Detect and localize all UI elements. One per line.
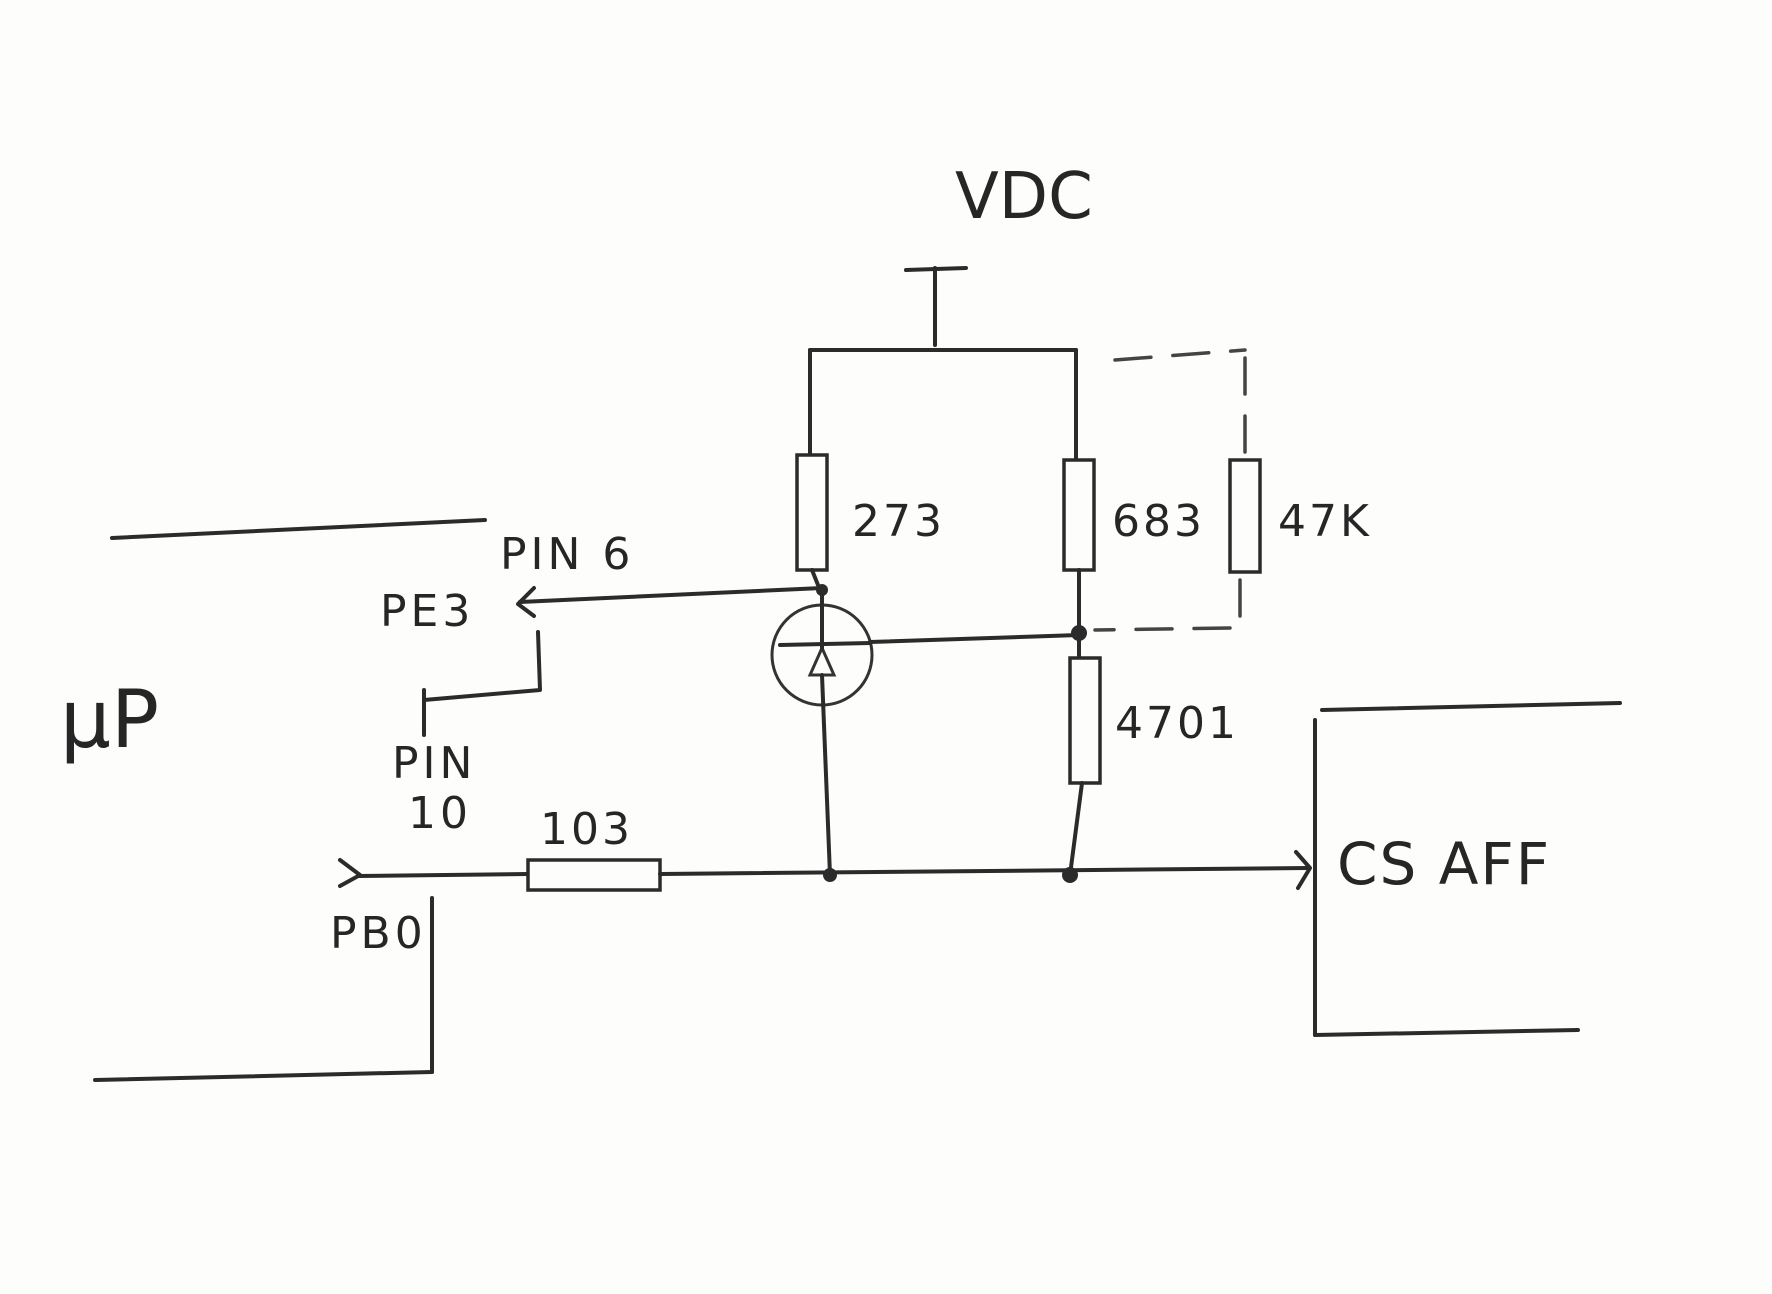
resistor-683-value: 683 xyxy=(1112,496,1205,547)
pe3-bracket xyxy=(422,630,542,702)
regulator-triangle xyxy=(807,644,837,677)
dashed-branch-bottom xyxy=(1093,626,1232,632)
cs-aff-label: CS AFF xyxy=(1337,830,1552,898)
resistor-103 xyxy=(526,858,662,892)
pin10-label-line1: PIN xyxy=(392,738,477,789)
pin6-label: PIN 6 xyxy=(500,529,635,580)
resistor-273-value: 273 xyxy=(852,496,945,547)
resistor-103-value: 103 xyxy=(540,804,633,855)
reference-wire xyxy=(868,633,1081,644)
aff-box-top-edge xyxy=(1320,701,1622,712)
pin6-signal-wire xyxy=(518,586,824,604)
r4701-to-output-wire xyxy=(1068,781,1084,877)
junction-dot-anode xyxy=(823,868,837,882)
regulator-anode-wire xyxy=(820,673,832,877)
pin6-arrow xyxy=(516,586,536,618)
microprocessor-label: µP xyxy=(60,673,160,766)
pb0-arrow xyxy=(338,858,362,888)
resistor-47k-value: 47K xyxy=(1278,496,1372,547)
resistor-273 xyxy=(795,453,829,572)
junction-dot-pin6 xyxy=(816,584,828,596)
output-bus-wire xyxy=(658,866,1310,876)
vdc-label: VDC xyxy=(955,160,1093,234)
junction-dot-reference xyxy=(1071,625,1087,641)
pb0-label: PB0 xyxy=(330,908,427,959)
resistor-683 xyxy=(1062,458,1096,572)
resistor-4701-value: 4701 xyxy=(1115,698,1239,749)
aff-box-bottom-edge xyxy=(1313,1028,1580,1037)
dashed-branch-top xyxy=(1113,348,1247,362)
pb0-to-r103-wire xyxy=(356,872,530,878)
up-box-top-edge xyxy=(110,518,487,540)
pin10-label-line2: 10 xyxy=(408,788,472,839)
junction-dot-output xyxy=(1062,867,1078,883)
up-box-bottom-edge xyxy=(93,1070,434,1082)
pe3-label: PE3 xyxy=(380,586,475,637)
cs-arrow xyxy=(1294,850,1312,890)
regulator-cathode-bar xyxy=(778,641,872,647)
resistor-47k xyxy=(1228,458,1262,574)
resistor-4701 xyxy=(1068,656,1102,785)
